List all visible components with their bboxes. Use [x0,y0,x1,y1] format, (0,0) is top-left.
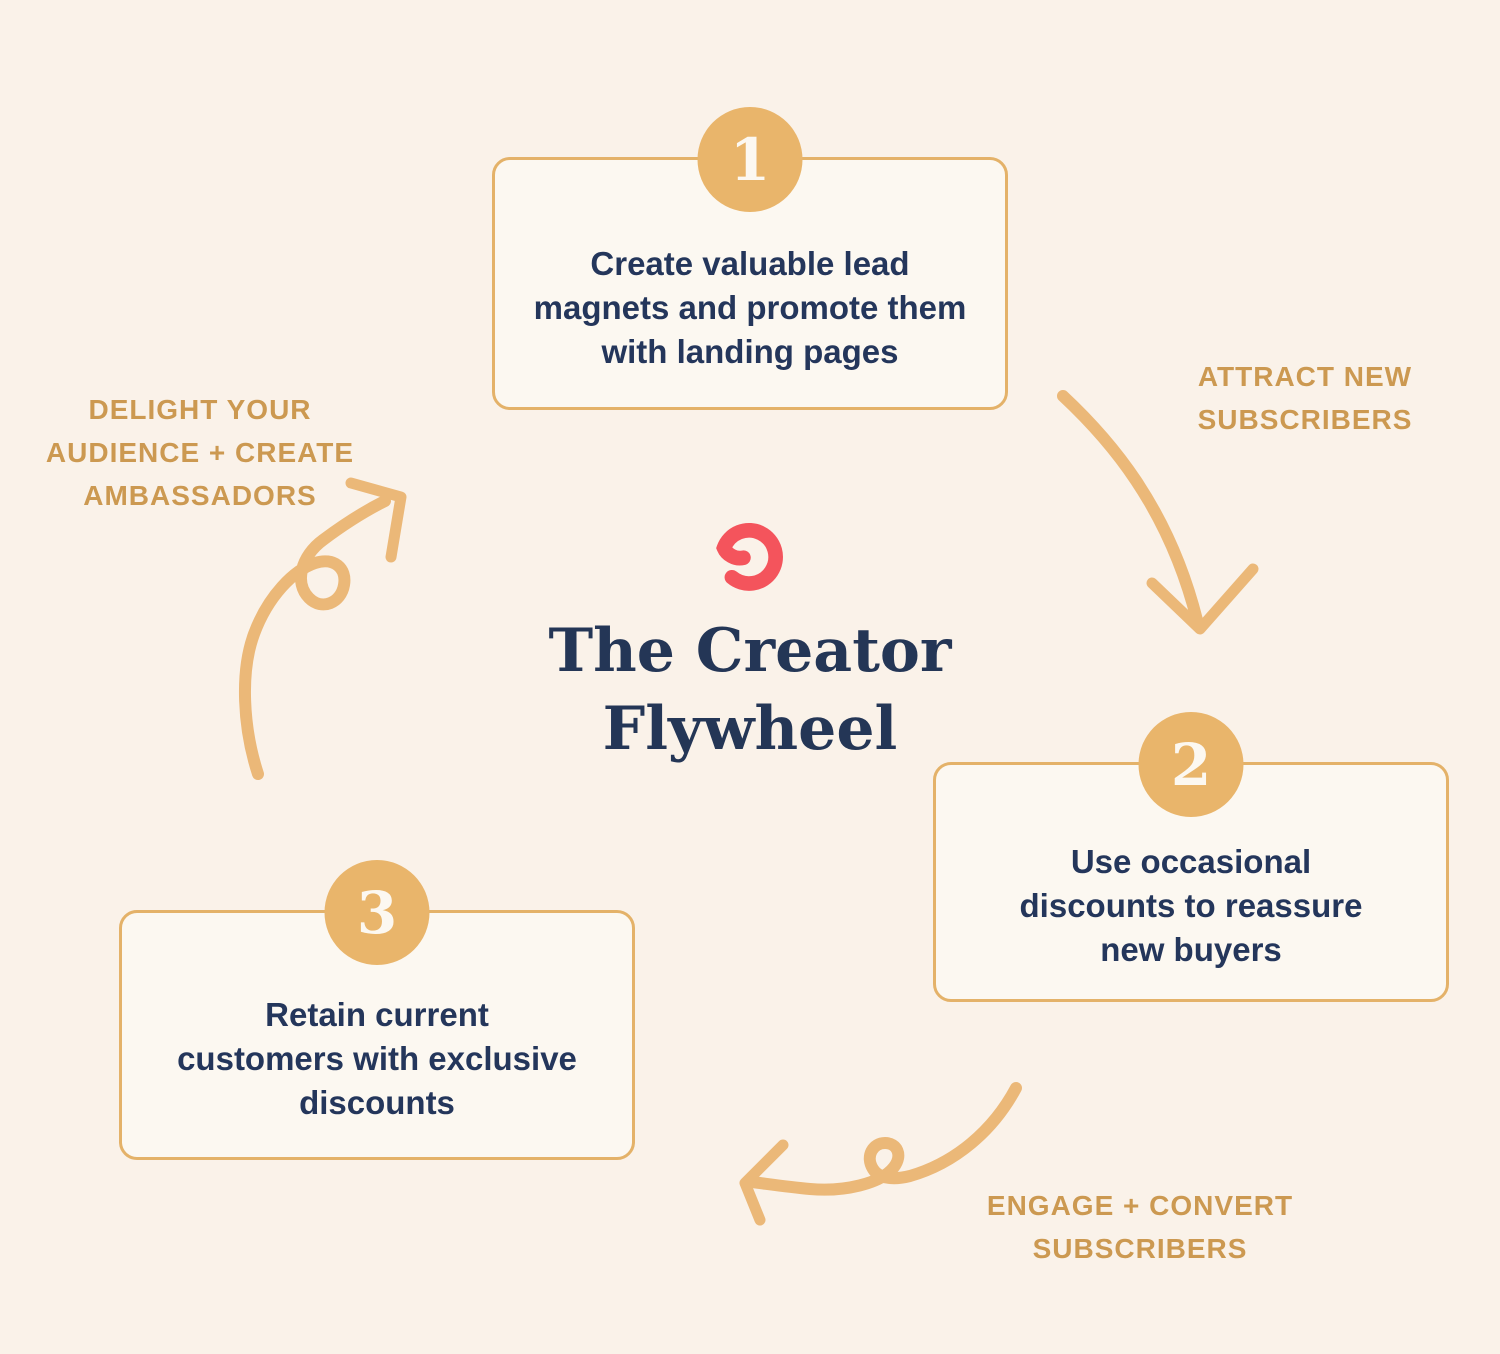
label-line: AMBASSADORS [83,480,317,511]
label-engage-convert-subscribers: ENGAGE + CONVERT SUBSCRIBERS [955,1184,1325,1270]
step-text-line: new buyers [1100,931,1282,968]
step-text-line: Use occasional [1070,843,1312,880]
engage-arrow-icon [746,1082,1022,1196]
step-3-text: Retain current customers with exclusive … [177,993,577,1125]
step-2-number: 2 [1170,730,1212,799]
page-title-line-2: Flywheel [602,694,898,764]
page-title-line-1: The Creator [548,616,952,686]
swirl-ring-icon [716,523,783,591]
label-line: ENGAGE + CONVERT [986,1190,1294,1221]
step-1-text: Create valuable lead magnets and promote… [534,242,967,374]
step-card-3: 3 Retain current customers with exclusiv… [119,860,635,1160]
label-attract-new-subscribers: ATTRACT NEW SUBSCRIBERS [1150,355,1460,441]
delight-arrowhead-icon [345,477,407,563]
label-delight-audience-ambassadors: DELIGHT YOUR AUDIENCE + CREATE AMBASSADO… [40,388,360,517]
step-text-line: customers with exclusive [177,1040,577,1077]
step-2-text: Use occasional discounts to reassure new… [1020,840,1363,972]
step-1-number-badge: 1 [697,107,803,212]
delight-arrow-icon [238,495,391,780]
step-3-number-badge: 3 [324,860,430,965]
step-text-line: with landing pages [601,332,899,370]
label-line: ATTRACT NEW [1197,361,1413,392]
step-text-line: Create valuable lead [590,244,910,282]
label-line: SUBSCRIBERS [1032,1233,1248,1264]
page-title: The Creator Flywheel [450,612,1050,768]
step-card-2: 2 Use occasional discounts to reassure n… [933,712,1449,1002]
step-3-number: 3 [356,878,398,947]
step-text-line: Retain current [265,996,489,1033]
step-text-line: discounts to reassure [1019,887,1363,924]
step-text-line: magnets and promote them [533,288,967,326]
step-card-1: 1 Create valuable lead magnets and promo… [492,107,1008,410]
label-line: SUBSCRIBERS [1197,404,1413,435]
engage-arrowhead-icon [739,1139,789,1226]
step-2-number-badge: 2 [1138,712,1244,817]
label-line: AUDIENCE + CREATE [45,437,355,468]
attract-arrowhead-icon [1146,563,1259,635]
step-1-number: 1 [729,125,771,194]
attract-arrow-icon [1057,390,1203,626]
step-text-line: discounts [299,1084,455,1121]
label-line: DELIGHT YOUR [88,394,312,425]
